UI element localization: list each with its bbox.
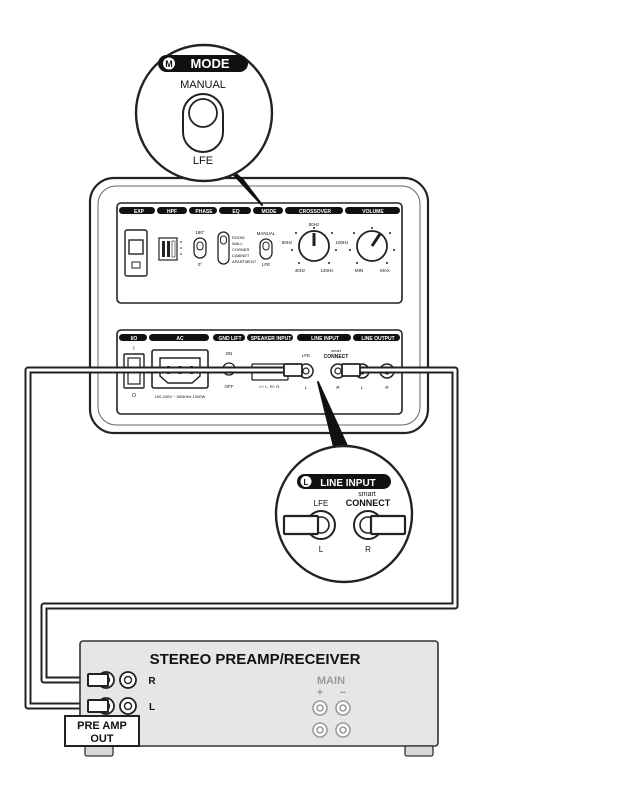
mode-callout-badge: M [165,59,173,69]
receiver-minus: − [340,687,346,699]
crossover-bottom-right-label: 140Hz [320,268,334,273]
line-input-callout-brand-top: smart [358,491,376,498]
label-mode: MODE [262,209,278,215]
line-input-callout-l: L [319,545,324,554]
line-input-callout: L LINE INPUT LFE smart CONNECT L R [274,381,414,584]
phase-top-label: 180° [195,230,205,235]
subwoofer [88,176,430,435]
eq-option-apartment: APARTMENT [232,259,257,264]
line-input-callout-r: R [365,545,371,554]
exp-port [124,229,148,277]
receiver-title: STEREO PREAMP/RECEIVER [150,651,361,668]
power-on-label: I [133,346,134,352]
receiver-foot-left [84,745,114,757]
label-exp: EXP [134,209,145,215]
receiver-foot-right [404,745,434,757]
label-gnd-lift: GND LIFT [218,336,241,342]
callout-lfe-plug [282,514,320,536]
receiver-plus: + [317,687,323,699]
gnd-off-label: OFF [225,384,234,389]
eq-option-cabinet: CABINET [232,253,250,258]
line-input-badge: L [304,478,309,487]
receiver-r-label: R [148,676,156,687]
eq-switch: ROOM WALL CORNER CABINET APARTMENT [217,231,257,265]
line-input-callout-lfe: LFE [314,499,329,508]
callout-r-plug [369,514,407,536]
eq-option-corner: CORNER [232,247,249,252]
volume-min-label: MIN [355,268,363,273]
panel-line-in-r: R [336,385,340,390]
receiver: STEREO PREAMP/RECEIVER R L PRE AMP OUT M… [64,640,439,757]
mode-switch: MANUAL LFE [257,231,276,267]
label-line-output: LINE OUTPUT [361,336,394,342]
mode-bottom-label: LFE [262,262,270,267]
label-line-input: LINE INPUT [311,336,339,342]
line-input-callout-title: LINE INPUT [320,478,376,489]
mode-callout-manual: MANUAL [180,79,226,91]
label-phase: PHASE [195,209,213,215]
label-crossover: CROSSOVER [299,209,331,215]
cables [24,363,459,710]
main-terminals [312,700,351,738]
label-volume: VOLUME [362,209,384,215]
preamp-out-line2: OUT [90,733,114,745]
panel-line-out-l: L [361,385,364,390]
panel-brand-top: smart [331,348,342,353]
crossover-knob: 80Hz 60Hz 100Hz 40Hz 140Hz [282,222,350,273]
eq-option-wall: WALL [232,241,244,246]
control-section-labels: EXP HPF PHASE EQ MODE CROSSOVER VOLUME [119,207,400,215]
volume-knob: MIN MAX [349,227,395,273]
crossover-right-label: 100Hz [335,240,349,245]
panel-line-in-l: L [305,385,308,390]
label-hpf: HPF [167,209,177,215]
mode-callout: M MODE MANUAL LFE [134,43,274,206]
crossover-bottom-left-label: 40Hz [295,268,306,273]
label-speaker-input: SPEAKER INPUT [251,336,292,342]
preamp-r-plug [87,673,109,687]
crossover-left-label: 60Hz [282,240,293,245]
phase-bottom-label: 0° [198,262,203,267]
receiver-l-label: L [149,702,155,713]
label-eq: EQ [232,209,239,215]
connection-section-labels: I/O AC GND LIFT SPEAKER INPUT LINE INPUT… [119,334,400,342]
phase-switch: 180° 0° [193,230,207,267]
label-ac: AC [176,336,184,342]
preamp-out-line1: PRE AMP [77,720,127,732]
mode-callout-title: MODE [191,56,230,71]
mode-callout-lfe: LFE [193,155,213,167]
gnd-on-label: ON [226,351,233,356]
receiver-main-label: MAIN [317,675,345,687]
ac-rating: 100-240V ~ 50/60Hz 1000W [155,394,206,399]
panel-brand-bottom: CONNECT [324,354,349,360]
preamp-l-plug [87,699,109,713]
panel-line-out-r: R [385,385,389,390]
mode-top-label: MANUAL [257,231,276,236]
panel-lfe-label: LFE [302,353,310,358]
eq-option-room: ROOM [232,235,244,240]
volume-max-label: MAX [380,268,390,273]
preamp-out-label-box [64,715,140,747]
label-io: I/O [131,336,138,342]
hpf-switch [158,237,182,261]
crossover-top-label: 80Hz [309,222,320,227]
power-off-label: O [132,393,136,399]
line-input-callout-brand-bottom: CONNECT [346,498,391,508]
speaker-terminal-labels: L+ L- R+ R- [260,384,282,389]
